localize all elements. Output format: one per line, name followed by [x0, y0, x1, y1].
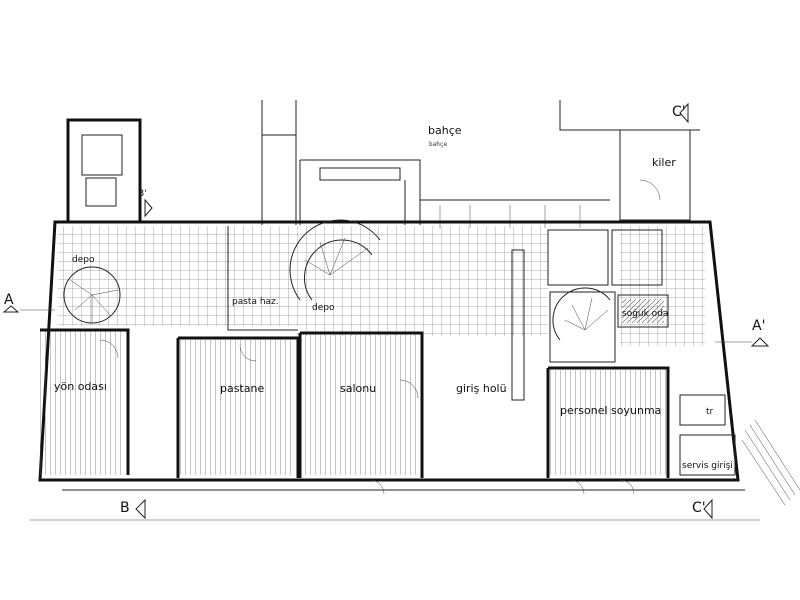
section-a-prime-label: A'	[752, 318, 765, 334]
label-bahce: bahçe	[428, 124, 462, 137]
cold-room	[617, 294, 669, 328]
label-depo-2: depo	[312, 303, 335, 313]
room-personel-walls	[546, 366, 670, 478]
room-yon-odasi-walls	[40, 328, 130, 475]
room-pastane-floor	[180, 340, 295, 475]
door-swings	[99, 179, 661, 495]
section-marker-a-right: A'	[715, 318, 770, 347]
wc-block-2	[611, 229, 663, 286]
section-marker-b-top: B'	[138, 189, 153, 218]
room-pastane-walls	[176, 336, 300, 478]
section-a-label: A	[4, 292, 14, 308]
section-c-prime-label-bottom: C'	[692, 500, 706, 516]
center-spiral-stair	[289, 219, 381, 301]
left-stair-tower	[66, 118, 142, 224]
kiler-room	[619, 129, 691, 221]
label-salonu: salonu	[340, 382, 376, 395]
label-pastane: pastane	[220, 382, 264, 395]
section-marker-a-left: A	[2, 292, 55, 313]
section-b-label: B	[120, 500, 130, 516]
label-personel-soyunma: personel soyunma	[560, 404, 661, 417]
counter	[511, 249, 525, 401]
label-giris-holu: giriş holü	[456, 382, 507, 395]
left-spiral-stair	[63, 266, 121, 324]
label-soguk-oda: soğuk oda	[622, 309, 668, 319]
section-b-prime-label: B'	[138, 189, 147, 199]
right-spiral-stair	[549, 287, 616, 363]
service-steps	[741, 419, 800, 506]
section-marker-b-bottom: B	[120, 498, 146, 520]
label-tr: tr	[706, 407, 714, 417]
section-marker-c-top: C'	[672, 102, 689, 124]
label-servis-girisi: servis girişi	[682, 461, 733, 471]
pasta-haz-walls	[227, 226, 298, 331]
label-kiler: kiler	[652, 156, 676, 169]
room-yon-odasi-floor	[40, 330, 125, 475]
section-marker-c-bottom: C'	[692, 498, 713, 520]
cold-room-hatch	[622, 299, 664, 323]
room-personel-floor	[550, 370, 668, 475]
tiled-hall-center	[298, 226, 548, 336]
room-salonu-floor	[302, 335, 420, 475]
room-salonu-walls	[298, 331, 424, 478]
wc-block	[547, 229, 609, 286]
tiled-hall-left	[58, 226, 298, 326]
garden-area	[261, 100, 700, 228]
label-yon-odasi: yön odası	[54, 380, 107, 393]
servis-room	[679, 434, 736, 476]
label-bahce-sub: bahçe	[429, 141, 447, 148]
tr-room	[679, 394, 726, 426]
label-pasta-haz: pasta haz.	[232, 297, 279, 307]
label-depo: depo	[72, 255, 95, 265]
